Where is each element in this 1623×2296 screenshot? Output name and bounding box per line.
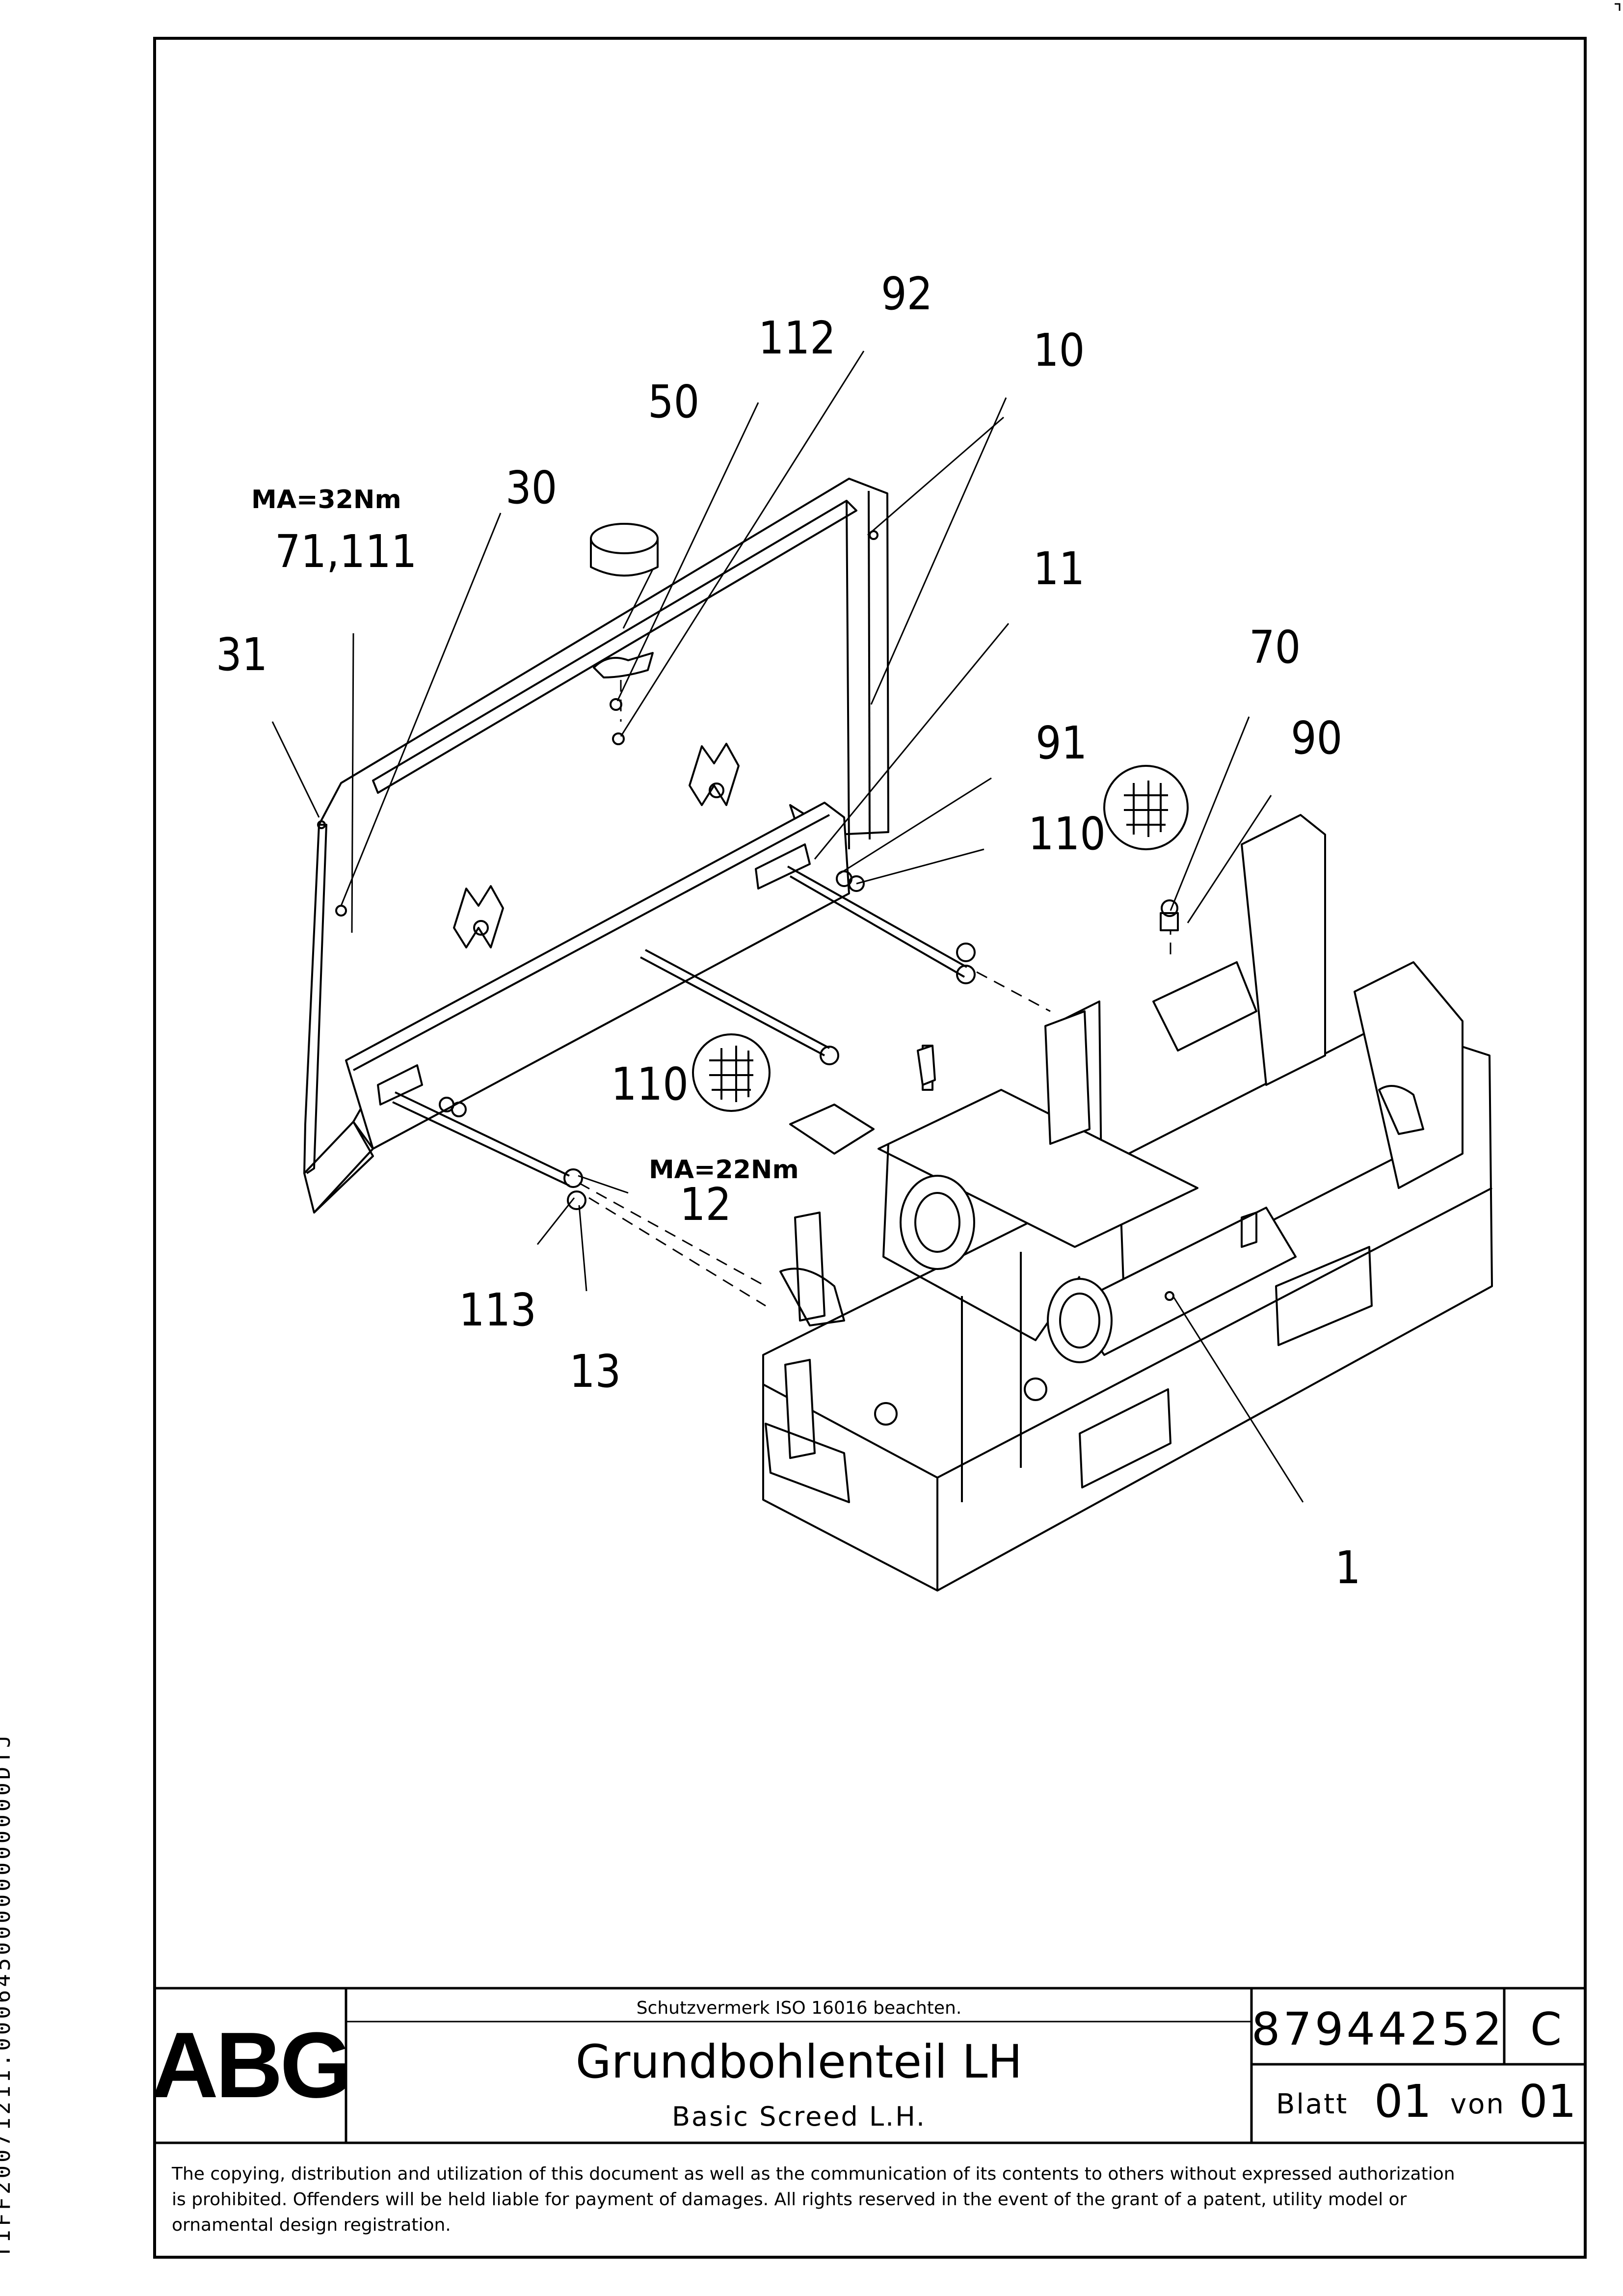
- drawing-frame: [153, 37, 1587, 2259]
- leader-lines: [271, 351, 1304, 1503]
- callout-110-lower: 110: [611, 1058, 689, 1110]
- callout-12: 12: [680, 1178, 731, 1231]
- callout-113: 113: [459, 1284, 536, 1336]
- main-screed-frame: [762, 814, 1493, 1592]
- threaded-rod-upper: [787, 865, 976, 984]
- of-label: von: [1450, 2088, 1505, 2120]
- drawing-title-de: Grundbohlenteil LH: [576, 2035, 1022, 2089]
- callout-50: 50: [648, 376, 699, 428]
- torque-spec-32nm: MA=32Nm: [251, 485, 401, 514]
- callout-13: 13: [569, 1345, 621, 1398]
- revision-letter: C: [1530, 2003, 1562, 2055]
- callout-70: 70: [1249, 621, 1301, 674]
- lower-bracket-plate: [303, 802, 850, 1214]
- callout-30: 30: [506, 461, 557, 514]
- callout-1: 1: [1335, 1541, 1361, 1594]
- callout-71-111: 71,111: [275, 525, 417, 578]
- torque-spec-22nm: MA=22Nm: [649, 1155, 799, 1185]
- copyright-line-1: The copying, distribution and utilizatio…: [171, 2164, 1455, 2184]
- copyright-line-3: ornamental design registration.: [172, 2215, 451, 2235]
- callout-92: 92: [881, 268, 932, 320]
- copyright-line-2: is prohibited. Offenders will be held li…: [172, 2189, 1407, 2210]
- callout-91: 91: [1036, 717, 1087, 769]
- exploded-assembly-drawing: [271, 351, 1493, 1592]
- callout-110-upper: 110: [1028, 808, 1106, 860]
- sheet-label: Blatt: [1276, 2088, 1348, 2120]
- callout-10: 10: [1033, 324, 1085, 377]
- document-number: 87944252: [1251, 2003, 1505, 2055]
- threaded-rod-middle: [640, 949, 839, 1065]
- callout-90: 90: [1291, 712, 1342, 764]
- thread-detail-upper: [1103, 765, 1189, 850]
- drawing-title-en: Basic Screed L.H.: [672, 2101, 926, 2132]
- grease-nipple-part: [1160, 899, 1179, 931]
- knob-part: [590, 523, 659, 745]
- protection-note: Schutzvermerk ISO 16016 beachten.: [637, 1998, 962, 2018]
- callout-11: 11: [1033, 542, 1085, 595]
- sheet-total: 01: [1519, 2075, 1576, 2128]
- abg-logo: ABG: [151, 2013, 349, 2117]
- threaded-rod-lower: [392, 1091, 586, 1210]
- title-block: [155, 1987, 1585, 2144]
- callout-112: 112: [758, 312, 836, 364]
- sheet-number: 01: [1374, 2075, 1432, 2128]
- thread-detail-lower: [692, 1033, 771, 1112]
- callout-31: 31: [216, 628, 267, 681]
